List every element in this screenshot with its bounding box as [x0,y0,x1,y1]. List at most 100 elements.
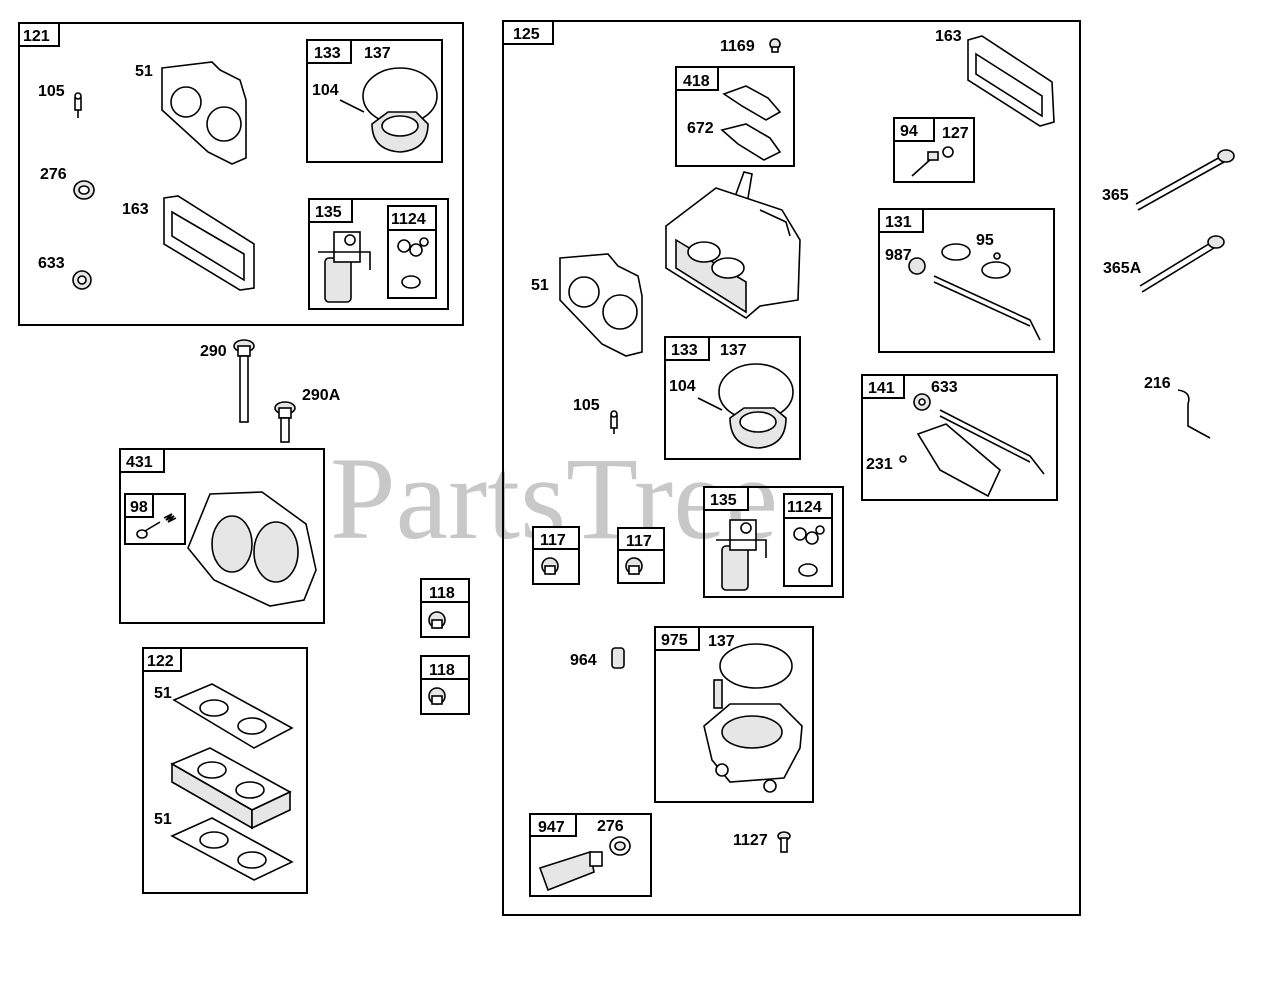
group-133-tag: 133 [671,342,698,359]
part-label-964[interactable]: 964 [570,652,597,669]
part-label-290A[interactable]: 290A [302,387,341,404]
gasket-plate-icon [720,85,782,161]
group-94[interactable]: 94 127 [893,117,975,183]
float-pin-icon [339,99,365,113]
group-121-133[interactable]: 133 137 [306,39,443,163]
screw-icon [777,831,791,853]
group-418-tag: 418 [683,73,710,90]
group-117-tag: 117 [626,533,652,550]
group-975[interactable]: 975 137 [654,626,814,803]
bolt-icon [233,339,255,423]
group-135-tag: 135 [710,492,737,509]
part-label-127: 127 [942,125,969,142]
gasket-icon [170,817,294,881]
bolt-icon [274,401,296,443]
seal-kit-icon [397,237,429,289]
group-117-tag: 117 [540,532,566,549]
group-118-tag: 118 [429,662,455,679]
part-label-231[interactable]: 231 [866,456,893,473]
group-118a[interactable]: 118 [420,578,470,638]
group-135-tag: 135 [315,204,342,221]
part-label-365A[interactable]: 365A [1103,260,1142,277]
part-label-672[interactable]: 672 [687,120,714,137]
long-bolt-icon [1139,235,1225,293]
o-ring-icon [73,180,95,200]
group-431-tag: 431 [126,454,153,471]
gasket-icon [967,35,1055,127]
part-label-163[interactable]: 163 [935,28,962,45]
solenoid-icon [716,519,767,591]
plug-icon [541,557,559,575]
screw-icon [769,38,781,53]
group-122[interactable]: 122 [142,647,308,894]
part-label-290[interactable]: 290 [200,343,227,360]
needle-valve-icon [74,92,82,118]
gasket-icon [161,61,247,165]
jet-icon [611,647,625,669]
part-label-987[interactable]: 987 [885,247,912,264]
solenoid-icon [318,231,371,303]
group-118b[interactable]: 118 [420,655,470,715]
long-bolt-icon [1135,149,1235,211]
group-98-tag: 98 [130,499,148,516]
choke-link-icon [1177,389,1211,439]
seal-kit-icon [793,525,825,577]
group-431[interactable]: 431 98 [119,448,325,624]
group-94-tag: 94 [900,123,918,140]
group-133-tag: 133 [314,45,341,62]
group-117a[interactable]: 117 [532,526,580,585]
float-pin-icon [697,397,723,411]
group-121-135[interactable]: 135 1124 [308,198,449,310]
part-label-216[interactable]: 216 [1144,375,1171,392]
group-125-tag: 125 [513,26,540,43]
part-label-633[interactable]: 633 [38,255,65,272]
o-ring-icon [72,270,92,290]
part-label-276[interactable]: 276 [40,166,67,183]
part-label-1169[interactable]: 1169 [720,38,755,55]
plug-icon [625,557,643,575]
carburetor-body-icon [665,171,801,319]
group-418[interactable]: 418 [675,66,795,167]
group-1124-tag: 1124 [391,211,426,228]
part-label-104[interactable]: 104 [669,378,696,395]
group-1124-tag: 1124 [787,499,822,516]
plug-icon [428,687,446,705]
idle-screw-icon [911,146,954,177]
group-122-tag: 122 [147,653,174,670]
intake-manifold-icon [187,491,317,607]
screw-spring-icon [136,513,177,539]
part-label-137: 137 [720,342,747,359]
fuel-bowl-icon [703,643,803,793]
part-label-1127[interactable]: 1127 [733,832,768,849]
group-131[interactable]: 131 [878,208,1055,353]
part-label-51[interactable]: 51 [154,811,172,828]
part-label-105[interactable]: 105 [573,397,600,414]
part-label-95[interactable]: 95 [976,232,994,249]
group-947[interactable]: 947 276 [529,813,652,897]
group-125-135[interactable]: 135 1124 [703,486,844,598]
spacer-icon [170,747,292,830]
group-141-tag: 141 [868,380,895,397]
group-947-tag: 947 [538,819,565,836]
group-125-133[interactable]: 133 137 [664,336,801,460]
part-label-51[interactable]: 51 [154,685,172,702]
part-label-276: 276 [597,818,624,835]
part-label-104[interactable]: 104 [312,82,339,99]
part-label-105[interactable]: 105 [38,83,65,100]
part-label-51[interactable]: 51 [135,63,153,80]
part-label-51[interactable]: 51 [531,277,549,294]
group-141[interactable]: 141 [861,374,1058,501]
gasket-icon [559,253,643,357]
gasket-icon [172,683,294,749]
part-label-633[interactable]: 633 [931,379,958,396]
group-121[interactable]: 121 [18,22,464,326]
part-label-163[interactable]: 163 [122,201,149,218]
group-975-tag: 975 [661,632,688,649]
part-label-137: 137 [708,633,735,650]
part-label-365[interactable]: 365 [1102,187,1129,204]
group-125[interactable]: 125 [502,20,1081,916]
group-121-tag: 121 [23,28,50,45]
group-117b[interactable]: 117 [617,527,665,584]
throttle-shaft-icon [899,393,1045,498]
